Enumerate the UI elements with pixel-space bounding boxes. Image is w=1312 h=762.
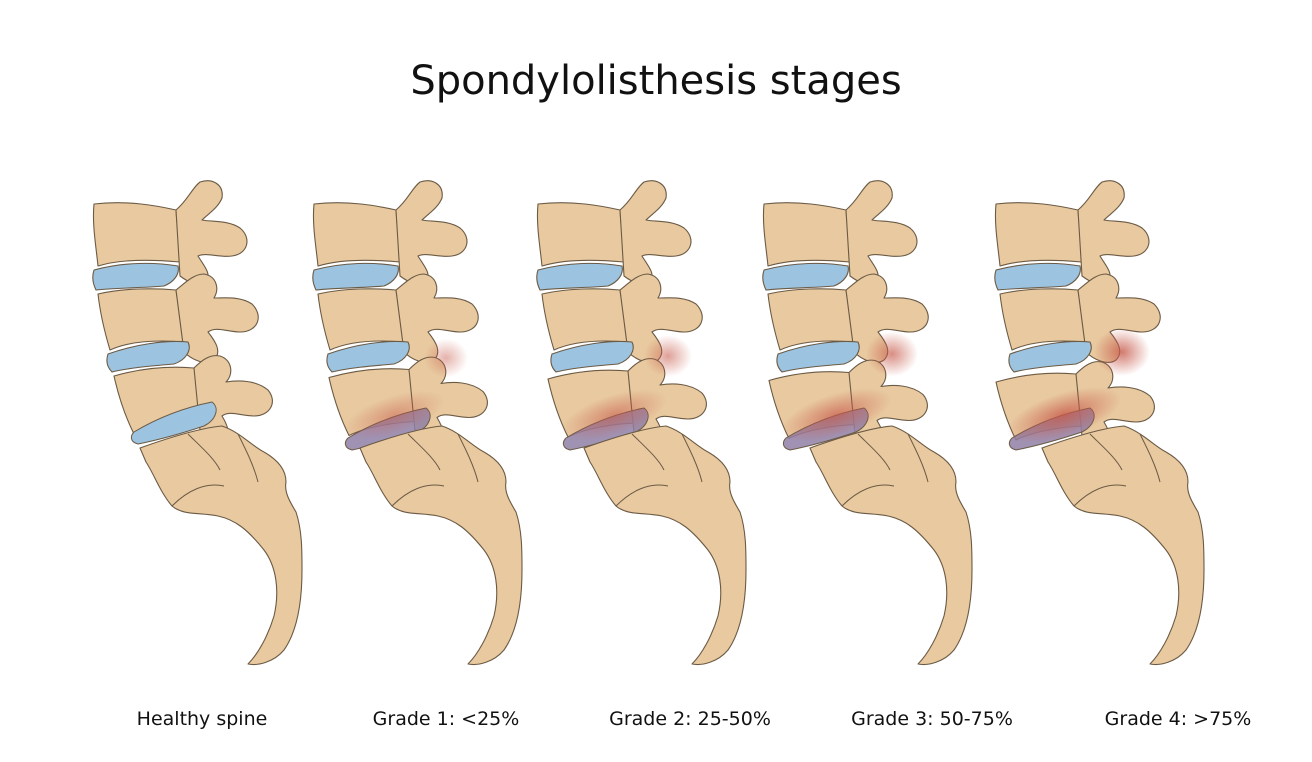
disc-l4-l5 xyxy=(106,340,190,373)
process-l3 xyxy=(845,180,918,285)
vertebra-l3 xyxy=(312,202,401,267)
sacrum-inner-line xyxy=(615,433,703,507)
vertebra-l4 xyxy=(767,288,855,351)
spine-grade-2 xyxy=(532,170,762,680)
disc-l4-l5 xyxy=(776,340,860,373)
disc-l3-l4 xyxy=(536,262,623,291)
sacrum-inner-line xyxy=(171,433,259,507)
sacrum-inner-line xyxy=(1073,433,1161,507)
disc-l5-s1 xyxy=(130,401,217,445)
inflammation-facet xyxy=(424,338,468,378)
sacrum xyxy=(359,425,523,666)
sacrum xyxy=(139,425,303,666)
vertebra-l3 xyxy=(994,202,1083,267)
process-l3 xyxy=(175,180,248,285)
spine-healthy xyxy=(88,170,318,680)
disc-l3-l4 xyxy=(92,262,179,291)
sacrum xyxy=(1041,425,1205,666)
vertebra-l3 xyxy=(92,202,181,267)
process-l3 xyxy=(1077,180,1150,285)
inflammation-disc xyxy=(780,388,892,442)
spine-grade-3 xyxy=(758,170,988,680)
disc-l4-l5 xyxy=(550,340,634,373)
inflammation-facet xyxy=(1094,328,1150,376)
process-l3 xyxy=(395,180,468,285)
process-l3 xyxy=(619,180,692,285)
sacrum-inner-line xyxy=(841,433,929,507)
label-grade-1: Grade 1: <25% xyxy=(372,708,520,730)
disc-l4-l5 xyxy=(326,340,410,373)
disc-l3-l4 xyxy=(762,262,849,291)
inflammation-disc xyxy=(1006,387,1122,443)
disc-l3-l4 xyxy=(312,262,399,291)
vertebra-l3 xyxy=(536,202,625,267)
label-grade-3: Grade 3: 50-75% xyxy=(851,708,1013,730)
inflammation-facet xyxy=(866,331,918,377)
label-grade-2: Grade 2: 25-50% xyxy=(609,708,771,730)
spine-grade-4 xyxy=(990,170,1220,680)
inflammation-disc xyxy=(343,390,445,440)
label-grade-4: Grade 4: >75% xyxy=(1104,708,1252,730)
disc-l3-l4 xyxy=(994,262,1081,291)
sacrum-inner-line xyxy=(391,433,479,507)
sacrum xyxy=(583,425,747,666)
diagram-title: Spondylolisthesis stages xyxy=(410,58,902,104)
inflammation-disc xyxy=(561,389,667,441)
sacrum xyxy=(809,425,973,666)
spine-grade-1 xyxy=(308,170,538,680)
vertebra-l4 xyxy=(97,288,185,351)
vertebra-l4 xyxy=(999,288,1087,351)
label-healthy: Healthy spine xyxy=(136,708,268,730)
vertebra-l4 xyxy=(317,288,405,351)
vertebra-l3 xyxy=(762,202,851,267)
disc-l4-l5 xyxy=(1008,340,1092,373)
inflammation-facet xyxy=(644,335,692,377)
vertebra-l4 xyxy=(541,288,629,351)
